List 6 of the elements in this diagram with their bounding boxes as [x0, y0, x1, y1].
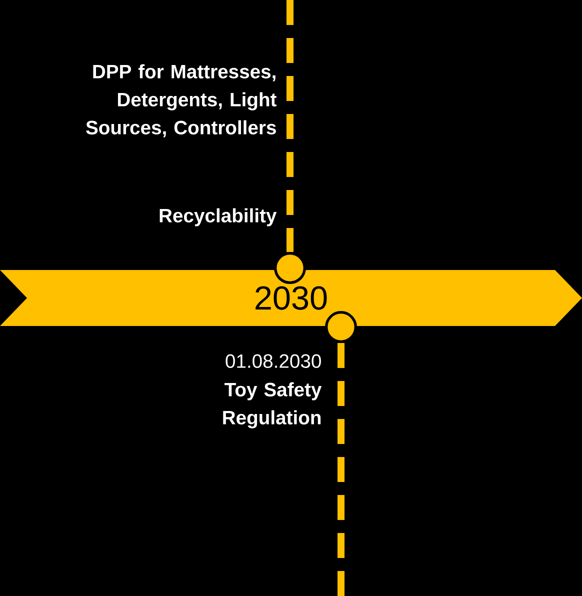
label-text: DPP for Mattresses, Detergents, Light Sources, Controllers: [86, 64, 276, 138]
label-text: 01.08.2030: [226, 354, 321, 368]
dashed-line: [286, 0, 294, 252]
label-text: Recyclability: [160, 208, 277, 226]
dashed-line: [338, 343, 344, 596]
label-text: Toy Safety Regulation: [223, 382, 322, 428]
